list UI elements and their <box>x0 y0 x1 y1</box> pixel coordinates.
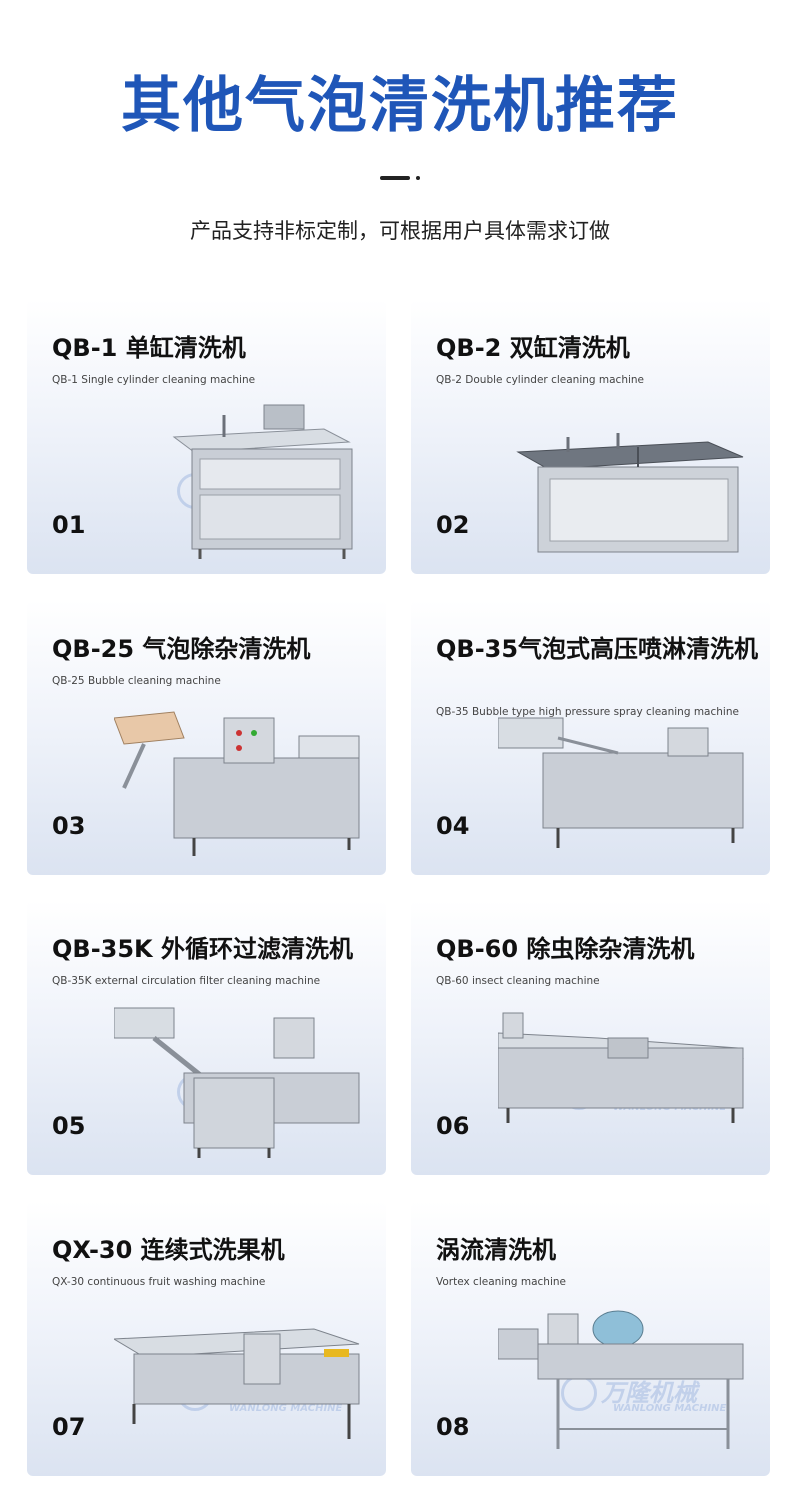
product-english-name: QB-35 Bubble type high pressure spray cl… <box>436 706 739 718</box>
product-name: 涡流清洗机 <box>436 1236 556 1264</box>
watermark-en: WANLONG MACHINE <box>613 1403 727 1414</box>
machine-insect-cleaning-image <box>498 1012 744 1123</box>
title-divider <box>380 176 422 182</box>
product-english-name: QX-30 continuous fruit washing machine <box>52 1276 266 1288</box>
product-name: QX-30 连续式洗果机 <box>52 1236 285 1264</box>
product-name: QB-35K 外循环过滤清洗机 <box>52 935 354 963</box>
product-number: 07 <box>52 1413 86 1441</box>
product-english-name: QB-35K external circulation filter clean… <box>52 975 321 987</box>
product-english-name: QB-1 Single cylinder cleaning machine <box>52 374 256 386</box>
machine-double-cylinder-image <box>516 433 744 553</box>
product-name: QB-2 双缸清洗机 <box>436 334 630 362</box>
product-card-01[interactable]: QB-1 单缸清洗机 QB-1 Single cylinder cleaning… <box>27 299 386 574</box>
machine-vortex-cleaning-image <box>498 1310 744 1449</box>
page-subtitle: 产品支持非标定制，可根据用户具体需求订做 <box>190 219 610 243</box>
watermark-cn: 万隆机械 <box>601 1379 697 1407</box>
watermark-en: WANLONG MACHINE <box>229 1403 343 1414</box>
product-card-04[interactable]: QB-35气泡式高压喷淋清洗机 QB-35 Bubble type high p… <box>411 600 770 875</box>
product-card-08[interactable]: 涡流清洗机 Vortex cleaning machine 08 万隆机械 WA… <box>411 1201 770 1476</box>
product-name: QB-1 单缸清洗机 <box>52 334 246 362</box>
product-name: QB-25 气泡除杂清洗机 <box>52 635 311 663</box>
page-title: 其他气泡清洗机推荐 <box>121 71 679 141</box>
machine-single-cylinder-image <box>172 404 353 559</box>
brand-watermark: 万隆机械 WANLONG MACHINE <box>561 1371 731 1421</box>
divider-bar <box>380 176 410 180</box>
machine-high-pressure-spray-image <box>498 717 744 848</box>
product-number: 03 <box>52 812 86 840</box>
product-card-03[interactable]: QB-25 气泡除杂清洗机 QB-25 Bubble cleaning mach… <box>27 600 386 875</box>
product-name: QB-35气泡式高压喷淋清洗机 <box>436 635 759 663</box>
product-card-06[interactable]: QB-60 除虫除杂清洗机 QB-60 insect cleaning mach… <box>411 900 770 1175</box>
product-english-name: QB-2 Double cylinder cleaning machine <box>436 374 645 386</box>
product-number: 02 <box>436 511 470 539</box>
product-number: 05 <box>52 1112 86 1140</box>
machine-circulation-filter-image <box>114 1007 360 1158</box>
product-number: 01 <box>52 511 86 539</box>
product-card-07[interactable]: QX-30 连续式洗果机 QX-30 continuous fruit wash… <box>27 1201 386 1476</box>
product-card-05[interactable]: QB-35K 外循环过滤清洗机 QB-35K external circulat… <box>27 900 386 1175</box>
product-english-name: Vortex cleaning machine <box>436 1276 566 1288</box>
divider-dot <box>416 176 420 180</box>
machine-fruit-washing-image <box>114 1328 360 1439</box>
product-english-name: QB-25 Bubble cleaning machine <box>52 675 221 687</box>
product-card-02[interactable]: QB-2 双缸清洗机 QB-2 Double cylinder cleaning… <box>411 299 770 574</box>
product-number: 06 <box>436 1112 470 1140</box>
machine-bubble-cleaning-image <box>114 711 360 856</box>
product-name: QB-60 除虫除杂清洗机 <box>436 935 695 963</box>
product-english-name: QB-60 insect cleaning machine <box>436 975 600 987</box>
product-number: 08 <box>436 1413 470 1441</box>
product-number: 04 <box>436 812 470 840</box>
